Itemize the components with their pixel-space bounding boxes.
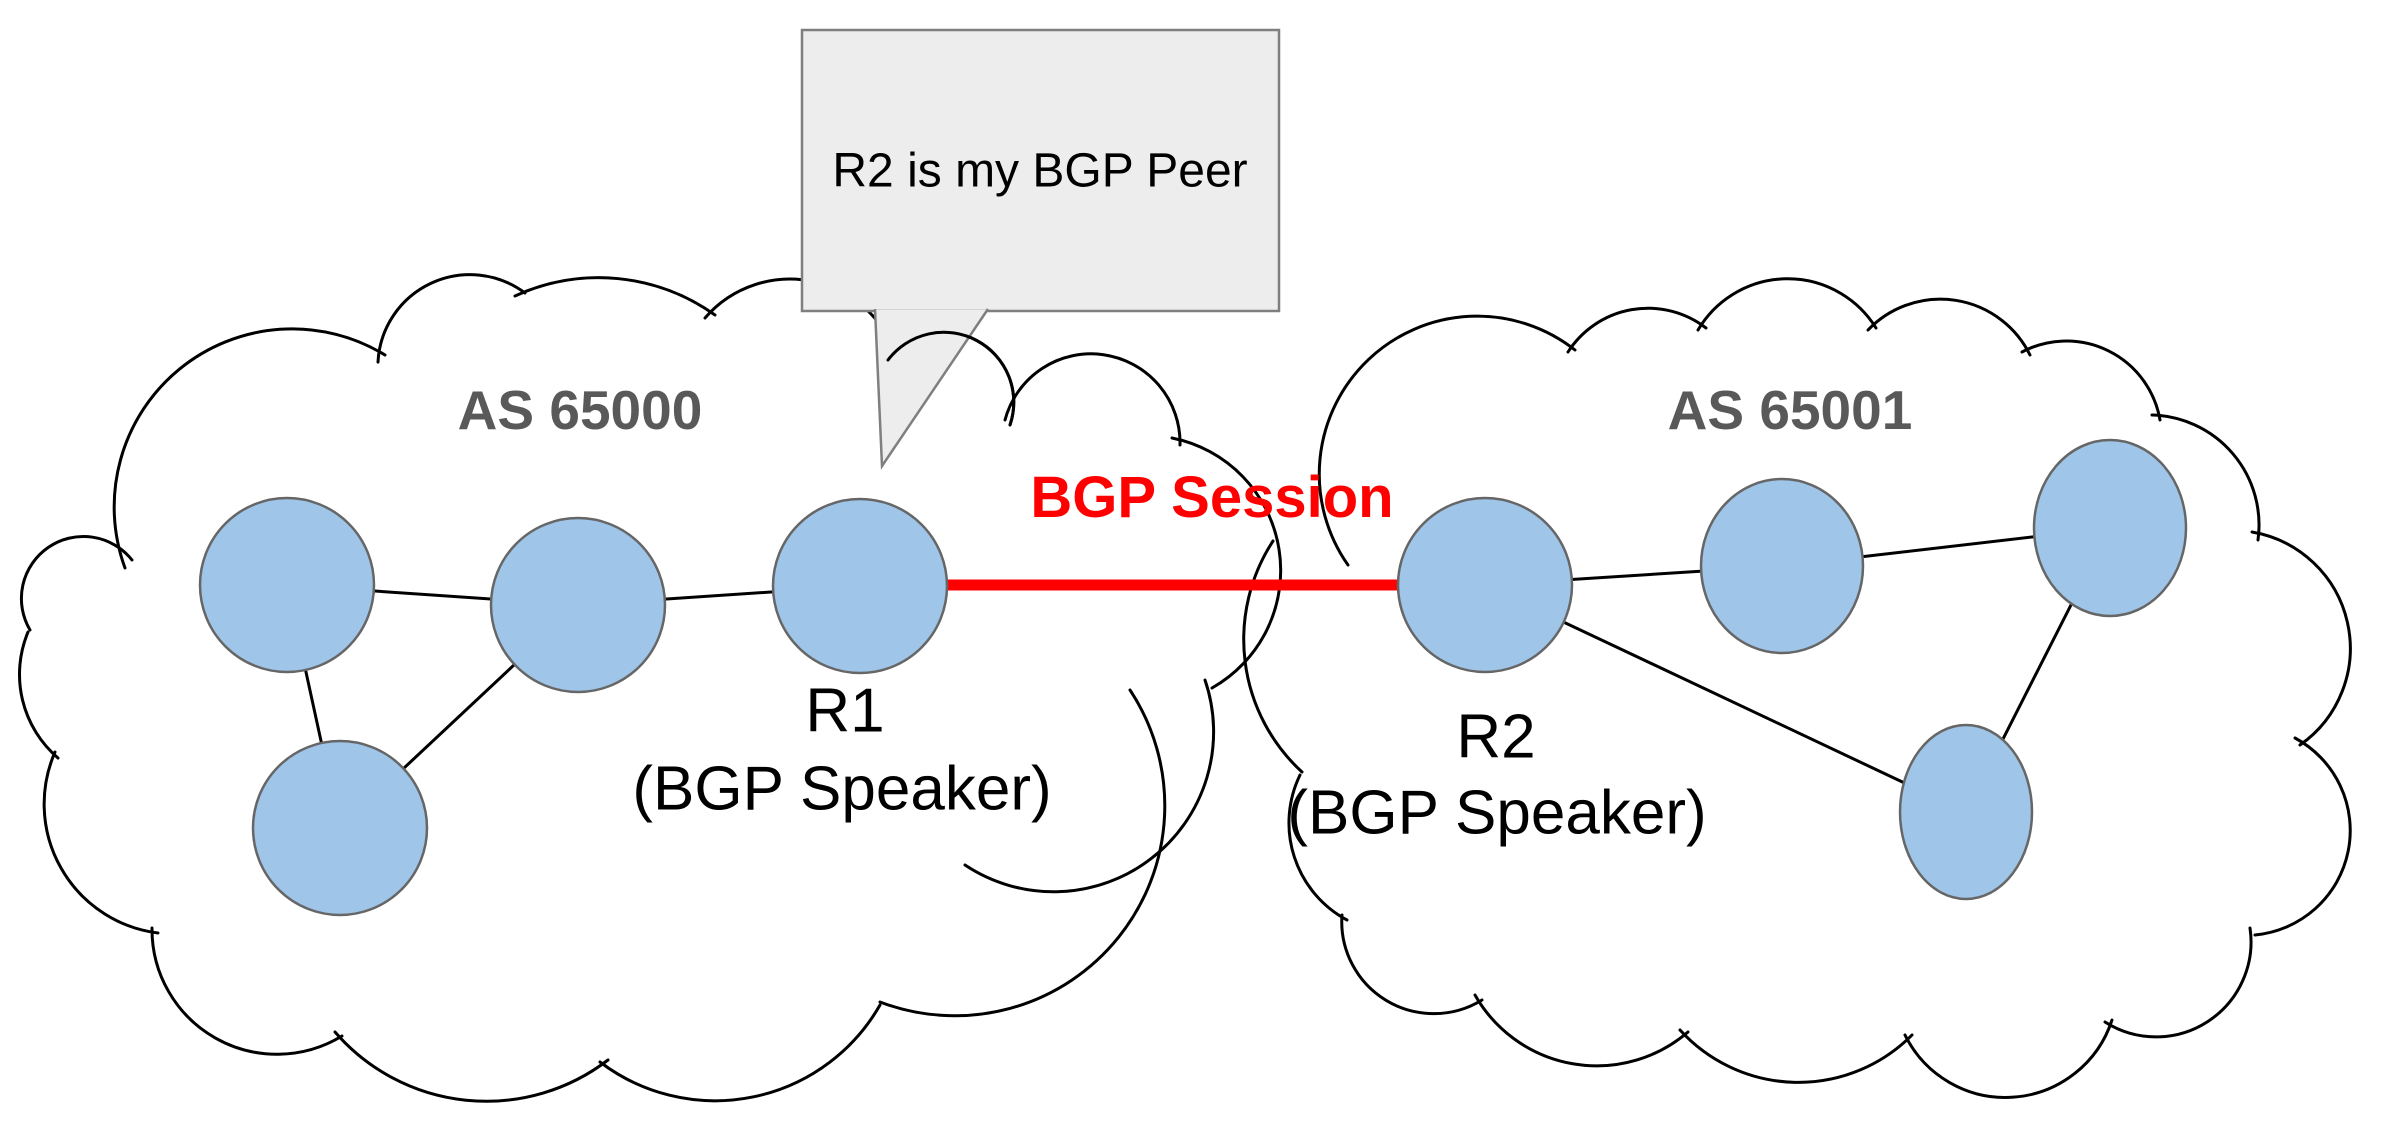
cloud-arc-over-tail — [886, 330, 1016, 427]
r2-role-label: (BGP Speaker) — [1287, 779, 1706, 848]
cloud-arc — [878, 688, 1167, 1018]
cloud-arc — [1903, 1018, 2114, 1099]
as65001-label: AS 65001 — [1668, 379, 1913, 441]
cloud-arc — [513, 276, 717, 317]
cloud-arc — [2250, 530, 2352, 747]
r1-name-label: R1 — [805, 677, 884, 746]
cloud-arc — [1678, 1028, 1914, 1084]
router-node — [198, 496, 376, 674]
cloud-arc — [2103, 926, 2253, 1039]
cloud-arc — [1287, 773, 1349, 922]
cloud-arc — [2020, 339, 2162, 422]
cloud-arc — [963, 678, 1216, 894]
speech-bubble-tail-border — [873, 308, 990, 470]
link-r2-g — [1483, 583, 1968, 814]
router-node — [1898, 723, 2034, 901]
cloud-arc — [150, 926, 344, 1056]
cloud-arc — [1696, 277, 1878, 332]
cloud-arc — [1317, 314, 1577, 567]
cloud-arc — [2253, 736, 2352, 937]
router-node — [251, 739, 429, 917]
r1-role-label: (BGP Speaker) — [632, 755, 1051, 824]
speech-bubble-box — [800, 28, 1281, 313]
bgp-session-label: BGP Session — [1030, 465, 1393, 530]
cloud-arc — [1473, 993, 1690, 1068]
router-node-r2 — [1396, 496, 1574, 674]
cloud-arc — [1866, 297, 2032, 357]
router-node-r1 — [771, 497, 949, 675]
cloud-arc — [2150, 413, 2261, 542]
router-nodes — [198, 438, 2188, 917]
cloud-arc — [1340, 913, 1484, 1016]
router-node — [489, 516, 667, 694]
cloud-arc — [376, 273, 527, 364]
cloud-arc — [42, 750, 160, 935]
as65000-label: AS 65000 — [458, 379, 703, 441]
as65001-label-text: AS 65001 — [1668, 379, 1913, 441]
cloud-arc — [598, 1003, 882, 1103]
bgp-session-label-text: BGP Session — [1030, 465, 1393, 530]
as65000-label-text: AS 65000 — [458, 379, 703, 441]
speech-bubble-text: R2 is my BGP Peer — [832, 145, 1247, 198]
as65001-cloud — [1242, 277, 2352, 1099]
cloud-arc — [1170, 436, 1283, 690]
cloud-arc — [1003, 352, 1182, 447]
cloud-arc — [19, 535, 134, 632]
router-node — [1699, 477, 1865, 655]
cloud-arc — [112, 327, 387, 570]
cloud-arc — [333, 1030, 610, 1103]
router-node — [2032, 438, 2188, 618]
speech-bubble: R2 is my BGP Peer — [800, 28, 1281, 470]
cloud-arc — [1242, 539, 1304, 774]
cloud-arc — [17, 630, 60, 760]
cloud-arc — [1566, 306, 1708, 354]
r2-name-label: R2 — [1456, 703, 1535, 772]
